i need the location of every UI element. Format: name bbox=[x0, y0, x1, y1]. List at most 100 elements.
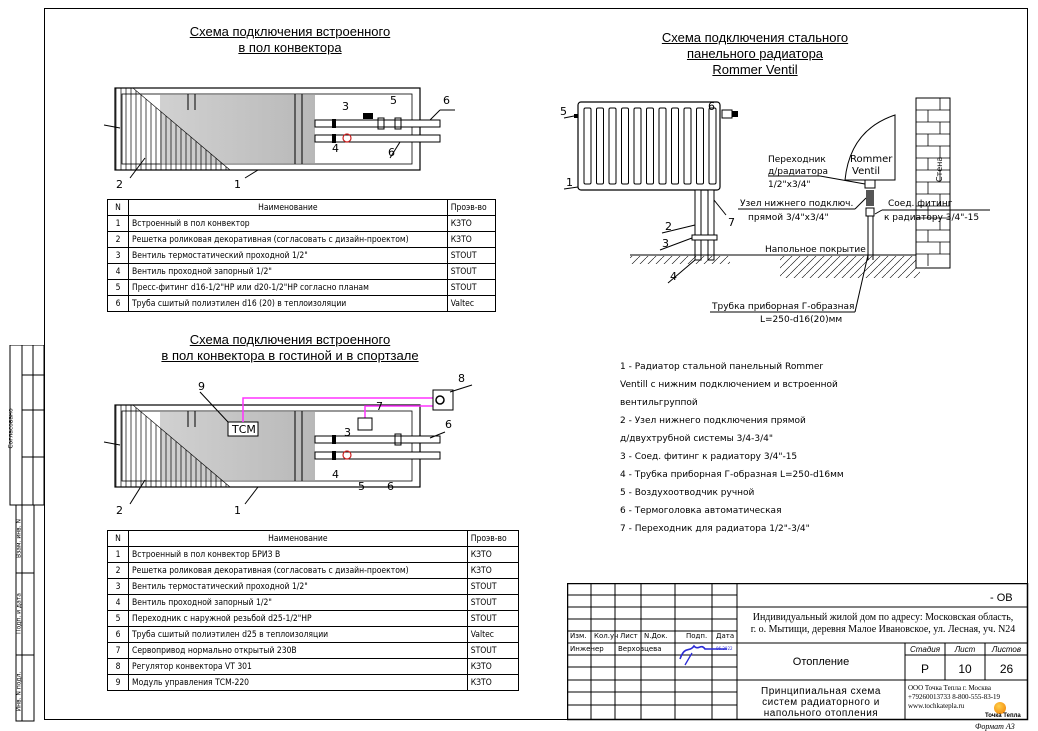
legend-item: 1 - Радиатор стальной панельный Rommer bbox=[620, 362, 824, 372]
row-name: Вентиль проходной запорный 1/2" bbox=[128, 263, 448, 280]
radiator-fin bbox=[683, 107, 692, 185]
tube-label-2: L=250-d16(20)мм bbox=[760, 315, 842, 325]
row-name: Решетка роликовая декоративная (согласов… bbox=[128, 562, 468, 579]
s1-callout-5: 5 bbox=[390, 94, 397, 107]
row-n: 2 bbox=[107, 562, 129, 579]
row-n: 7 bbox=[107, 642, 129, 659]
sign-date: 06.2022 bbox=[716, 646, 733, 651]
drawing-title-line-1: Принципиальная схема bbox=[761, 686, 881, 697]
radiator-fin bbox=[596, 107, 604, 185]
legend-item: д/двухтрубной системы 3/4-3/4" bbox=[620, 434, 774, 444]
s3-callout-6: 6 bbox=[708, 100, 715, 113]
sheets-label: Листов bbox=[991, 645, 1022, 654]
s3-callout-5: 5 bbox=[560, 105, 567, 118]
s1-callout-3: 3 bbox=[342, 100, 349, 113]
row-maker: КЗТО bbox=[466, 546, 520, 563]
col-n-dok: N.Док. bbox=[644, 632, 668, 640]
convector-diagram-2: ТСМ 9 8 7 3 4 5 6 6 2 1 bbox=[103, 372, 473, 517]
side-sign-date-label: Подп. и дата bbox=[15, 593, 23, 634]
header-n: N bbox=[107, 199, 129, 216]
scheme1-title: Схема подключения встроенного в пол конв… bbox=[150, 24, 430, 56]
doc-code: - ОВ bbox=[990, 592, 1013, 604]
format-label: Формат А3 bbox=[975, 722, 1015, 731]
row-maker: КЗТО bbox=[466, 562, 520, 579]
row-n: 4 bbox=[107, 263, 129, 280]
row-n: 2 bbox=[107, 231, 129, 248]
row-n: 3 bbox=[107, 578, 129, 595]
fitting-label-1: Соед. фитинг bbox=[888, 199, 953, 209]
row-name: Труба сшитый полиэтилен d25 в теплоизоля… bbox=[128, 626, 468, 643]
row-maker: STOUT bbox=[466, 594, 520, 611]
row-name: Вентиль проходной запорный 1/2" bbox=[128, 594, 468, 611]
s2-callout-9: 9 bbox=[198, 380, 205, 393]
row-maker: КЗТО bbox=[446, 231, 497, 248]
header-name: Наименование bbox=[128, 530, 468, 547]
legend-item: Ventill с нижним подключением и встроенн… bbox=[620, 380, 838, 390]
adapter-label-2: д/радиатора bbox=[768, 167, 828, 177]
header-name: Наименование bbox=[128, 199, 448, 216]
row-n: 5 bbox=[107, 610, 129, 627]
s3-callout-7: 7 bbox=[728, 216, 735, 229]
row-maker: Valtec bbox=[446, 295, 497, 312]
s3-callout-3: 3 bbox=[662, 237, 669, 250]
legend-item: 7 - Переходник для радиатора 1/2"-3/4" bbox=[620, 524, 810, 534]
scheme3-title-line3: Rommer Ventil bbox=[712, 62, 798, 77]
section-name: Отопление bbox=[792, 656, 850, 668]
s1-callout-4: 4 bbox=[332, 142, 339, 155]
radiator-fin bbox=[633, 107, 642, 185]
col-data: Дата bbox=[716, 632, 735, 640]
row-maker: КЗТО bbox=[446, 215, 497, 232]
s1-callout-1: 1 bbox=[234, 178, 241, 190]
rommer-label-1: Rommer bbox=[850, 154, 893, 165]
s2-callout-1: 1 bbox=[234, 504, 241, 517]
stage-value: Р bbox=[920, 662, 929, 676]
s2-callout-7: 7 bbox=[376, 400, 383, 413]
radiator-fin bbox=[696, 107, 704, 185]
row-n: 5 bbox=[107, 279, 129, 296]
sheets-value: 26 bbox=[999, 662, 1014, 676]
company-website[interactable]: www.tochkatepla.ru bbox=[908, 702, 965, 710]
row-name: Встроенный в пол конвектор bbox=[128, 215, 448, 232]
row-n: 4 bbox=[107, 594, 129, 611]
row-n: 1 bbox=[107, 546, 129, 563]
side-inv-orig-label: Инв. N подл. bbox=[15, 671, 23, 712]
s3-callout-2: 2 bbox=[665, 220, 672, 233]
sheet-label: Лист bbox=[954, 645, 976, 654]
row-n: 1 bbox=[107, 215, 129, 232]
drawing-title-line-3: напольного отопления bbox=[763, 708, 879, 719]
radiator-fin bbox=[708, 107, 717, 185]
header-maker: Проэв-во bbox=[466, 530, 520, 547]
radiator-fin bbox=[671, 107, 679, 185]
title-block bbox=[567, 583, 1029, 721]
tcm-label: ТСМ bbox=[231, 423, 256, 436]
floor-label: Напольное покрытие bbox=[765, 245, 866, 255]
row-name: Решетка роликовая декоративная (согласов… bbox=[128, 231, 448, 248]
row-name: Вентиль термостатический проходной 1/2" bbox=[128, 247, 448, 264]
legend-item: 3 - Соед. фитинг к радиатору 3/4"-15 bbox=[620, 452, 798, 462]
company-phone: +79260013733 8-800-555-83-19 bbox=[908, 693, 1001, 701]
logo-text: Точка Тепла bbox=[985, 713, 1021, 719]
scheme2-title-line1: Схема подключения встроенного bbox=[189, 332, 391, 347]
radiator-fin bbox=[646, 107, 654, 185]
side-inv-no-label: Взам. инв. N bbox=[15, 519, 23, 558]
table-header-row: N Наименование Проэв-во bbox=[107, 199, 497, 216]
table-header-row: N Наименование Проэв-во bbox=[107, 530, 520, 547]
s1-callout-2: 2 bbox=[116, 178, 123, 190]
radiator-fin bbox=[621, 107, 629, 185]
scheme2-title: Схема подключения встроенного в пол конв… bbox=[120, 332, 460, 364]
adapter-label-3: 1/2"х3/4" bbox=[768, 180, 811, 190]
s2-callout-8: 8 bbox=[458, 372, 465, 385]
s3-callout-4: 4 bbox=[670, 270, 677, 283]
s2-callout-6b: 6 bbox=[387, 480, 394, 493]
company-name: ООО Точка Тепла г. Москва bbox=[908, 684, 992, 692]
header-n: N bbox=[107, 530, 129, 547]
